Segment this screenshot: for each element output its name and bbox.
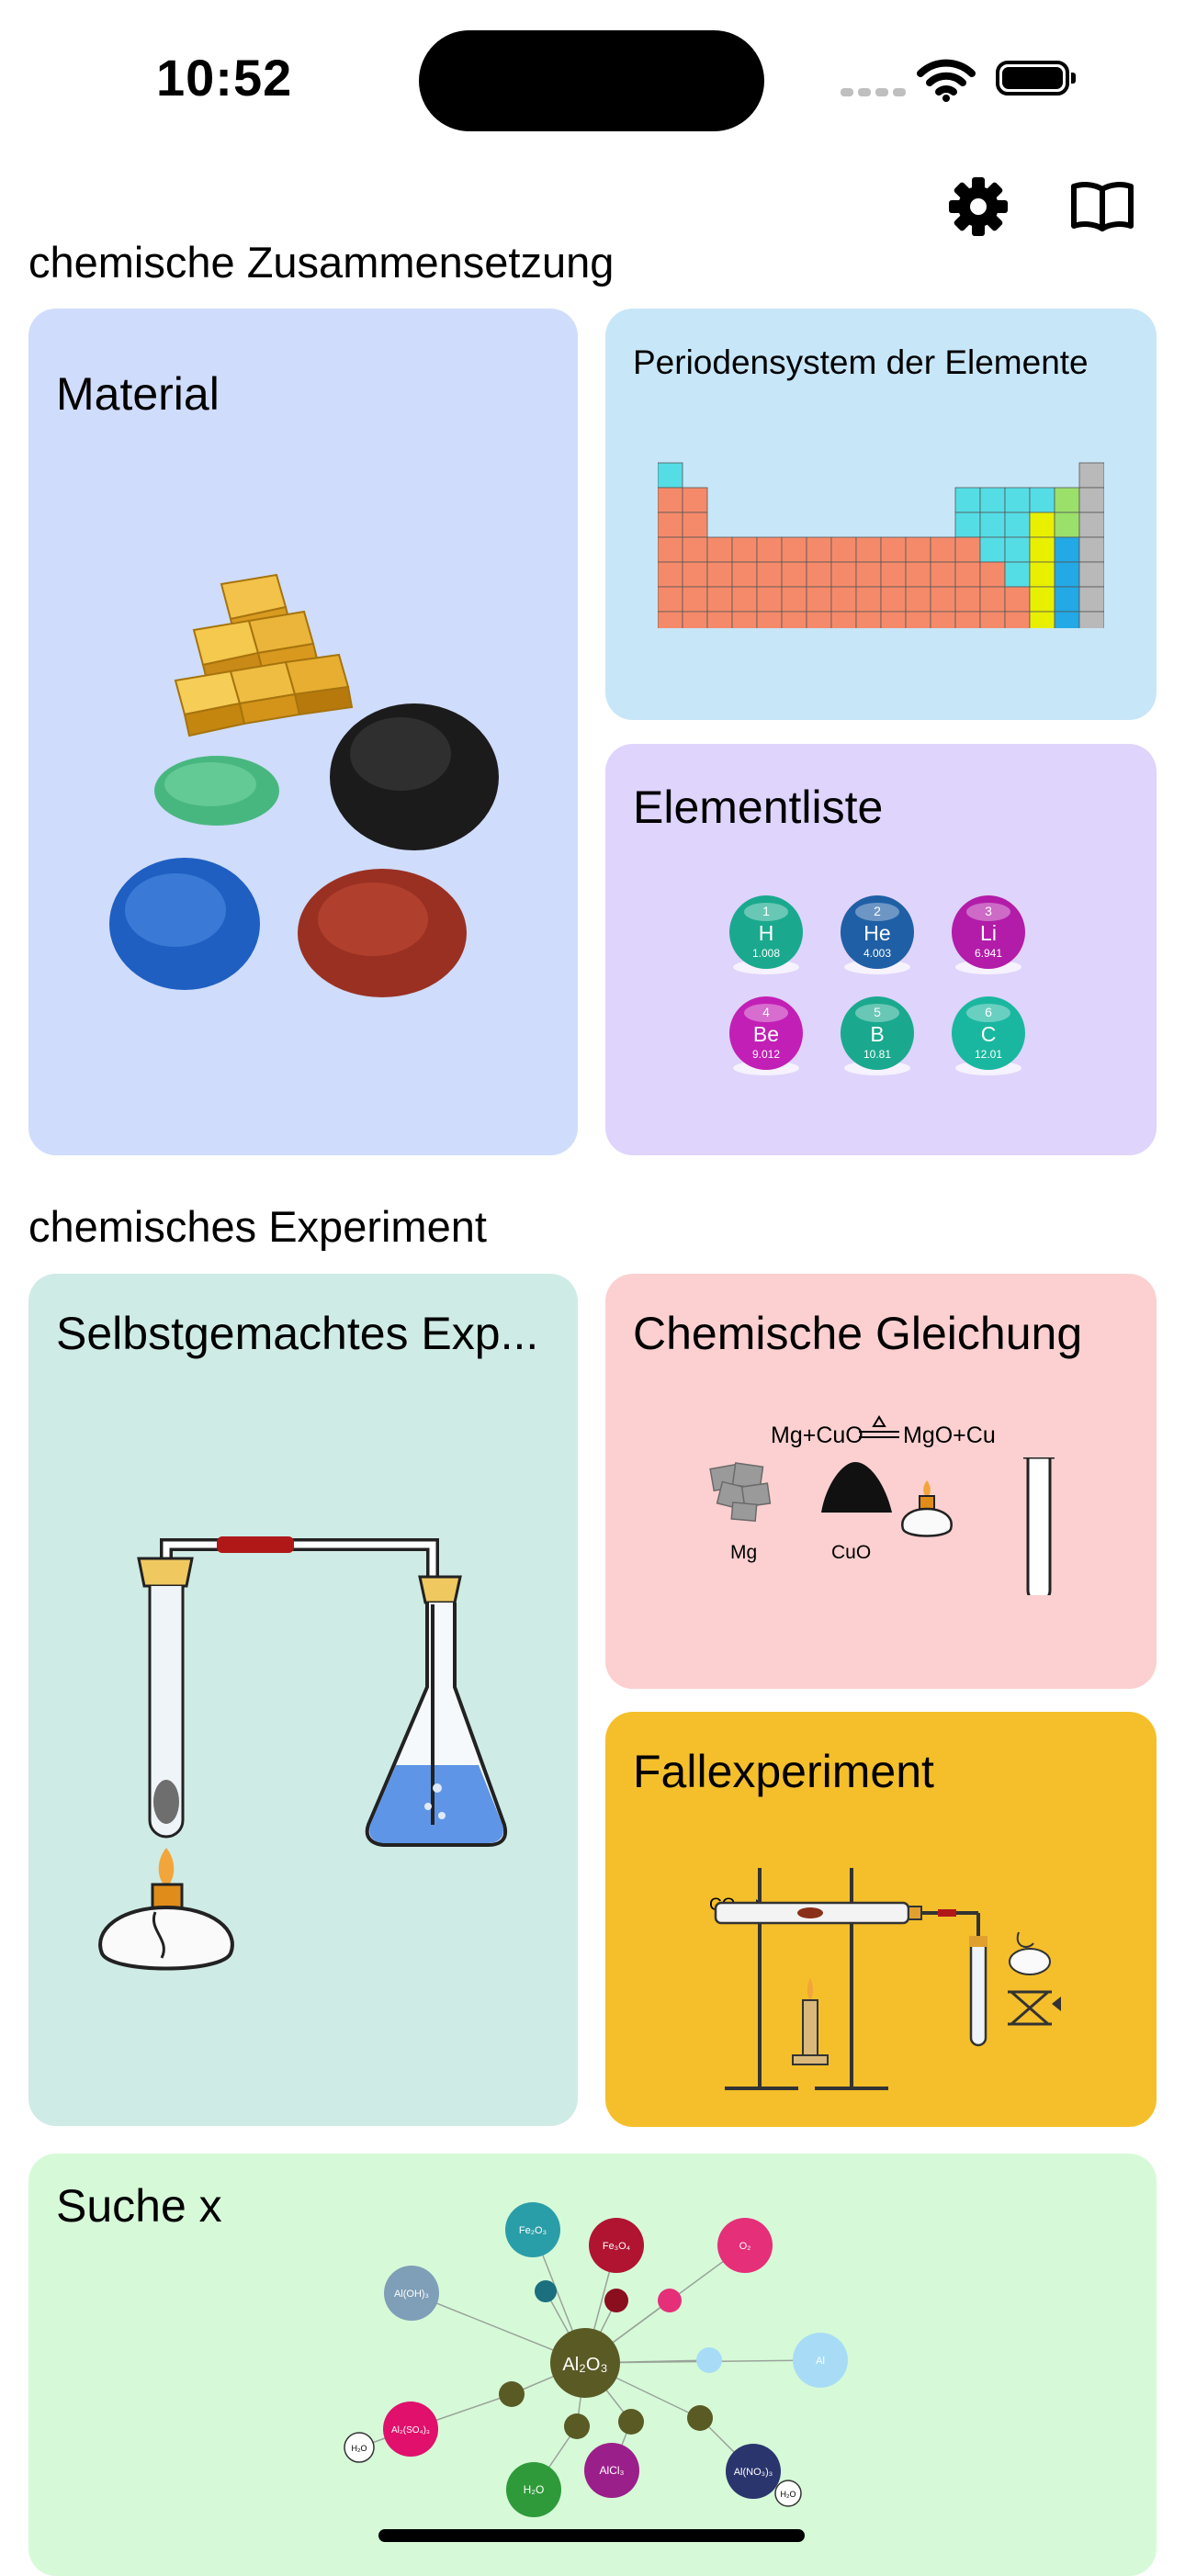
node-al: Al	[816, 2356, 825, 2367]
periodic-table-card[interactable]: Periodensystem der Elemente	[605, 309, 1157, 720]
node-h2o-small-a: H₂O	[352, 2444, 367, 2453]
node-center: Al₂O₃	[562, 2355, 607, 2375]
svg-text:10.81: 10.81	[863, 1048, 891, 1061]
node-fe3o4: Fe₃O₄	[603, 2241, 631, 2252]
periodic-table-illustration	[658, 462, 1104, 628]
svg-text:4.003: 4.003	[863, 947, 891, 960]
settings-gear-icon[interactable]	[948, 176, 1009, 242]
equation-products: MgO+Cu	[903, 1423, 996, 1448]
node-h2o: H₂O	[524, 2483, 545, 2496]
search-x-card-title: Suche x	[56, 2180, 222, 2232]
svg-text:12.01: 12.01	[975, 1048, 1002, 1061]
svg-text:4: 4	[762, 1005, 770, 1019]
battery-icon	[996, 61, 1076, 96]
reduction-apparatus-illustration	[714, 1868, 1061, 2090]
svg-text:2: 2	[874, 904, 881, 918]
section-title-experiment: chemisches Experiment	[28, 1202, 487, 1251]
material-card-title: Material	[56, 368, 220, 420]
equation-reagents-illustration	[709, 1457, 1055, 1595]
selfmade-experiment-card-title: Selbstgemachtes Exp...	[56, 1308, 539, 1359]
equation-label-cuo: CuO	[831, 1542, 872, 1563]
node-o2: O₂	[739, 2241, 751, 2252]
cellular-signal-icon	[841, 84, 910, 101]
node-h2o-small-b: H₂O	[781, 2490, 796, 2499]
svg-text:5: 5	[874, 1005, 881, 1019]
book-icon[interactable]	[1069, 180, 1135, 238]
equation-label-mg: Mg	[730, 1542, 758, 1563]
node-aloh3: Al(OH)₃	[394, 2289, 429, 2300]
svg-text:He: He	[863, 921, 890, 945]
node-fe2o3: Fe₂O₃	[519, 2225, 547, 2236]
status-time: 10:52	[156, 49, 293, 107]
element-sphere-li: 3Li 6.941	[952, 895, 1025, 974]
chemical-equation-card-title: Chemische Gleichung	[633, 1308, 1083, 1359]
node-al2so43: Al₂(SO₄)₃	[391, 2425, 430, 2435]
experiment-apparatus-illustration	[98, 1536, 507, 1971]
equation-reactants: Mg+CuO	[771, 1423, 863, 1448]
element-sphere-be: 4Be 9.012	[729, 996, 803, 1075]
svg-text:6: 6	[985, 1005, 992, 1019]
svg-text:1.008: 1.008	[752, 947, 780, 960]
svg-text:Be: Be	[753, 1022, 779, 1046]
element-sphere-h: 1H 1.008	[729, 895, 803, 974]
svg-text:B: B	[870, 1022, 884, 1046]
svg-text:9.012: 9.012	[752, 1048, 780, 1061]
svg-text:Li: Li	[980, 921, 997, 945]
element-sphere-c: 6C 12.01	[952, 996, 1025, 1075]
selfmade-experiment-card[interactable]: Selbstgemachtes Exp...	[28, 1274, 578, 2126]
home-indicator[interactable]	[378, 2529, 805, 2542]
element-sphere-he: 2He 4.003	[841, 895, 914, 974]
svg-text:3: 3	[985, 904, 992, 918]
node-alcl3: AlCl₃	[600, 2464, 625, 2477]
element-spheres-illustration: 1H 1.008 2He 4.003 3Li 6.941 4Be 9.012 5B 10.81 6C…	[729, 895, 1025, 1075]
svg-text:C: C	[981, 1022, 997, 1046]
element-sphere-b: 5B 10.81	[841, 996, 914, 1075]
periodic-table-card-title: Periodensystem der Elemente	[633, 343, 1089, 381]
element-list-card-title: Elementliste	[633, 782, 884, 833]
material-illustration	[109, 573, 499, 997]
svg-text:1: 1	[762, 904, 770, 918]
section-title-composition: chemische Zusammensetzung	[28, 238, 615, 287]
heat-arrow-icon	[859, 1415, 899, 1438]
case-experiment-card[interactable]: Fallexperiment CO	[605, 1712, 1157, 2127]
chemical-equation-card[interactable]: Chemische Gleichung Mg+CuO MgO+Cu Mg CuO	[605, 1274, 1157, 1689]
case-experiment-card-title: Fallexperiment	[633, 1746, 934, 1797]
search-x-card[interactable]: Suche x	[28, 2154, 1157, 2576]
dynamic-island	[419, 30, 764, 131]
material-card[interactable]: Material	[28, 309, 578, 1155]
reaction-network-illustration: Al₂O₃ Fe₂O₃ Fe₃O₄ O₂ Al(OH)₃ Al Al₂(SO₄)…	[344, 2202, 848, 2517]
svg-text:H: H	[759, 921, 774, 945]
svg-text:6.941: 6.941	[975, 947, 1002, 960]
node-alno33: Al(NO₃)₃	[734, 2467, 773, 2478]
wifi-icon	[917, 57, 976, 107]
